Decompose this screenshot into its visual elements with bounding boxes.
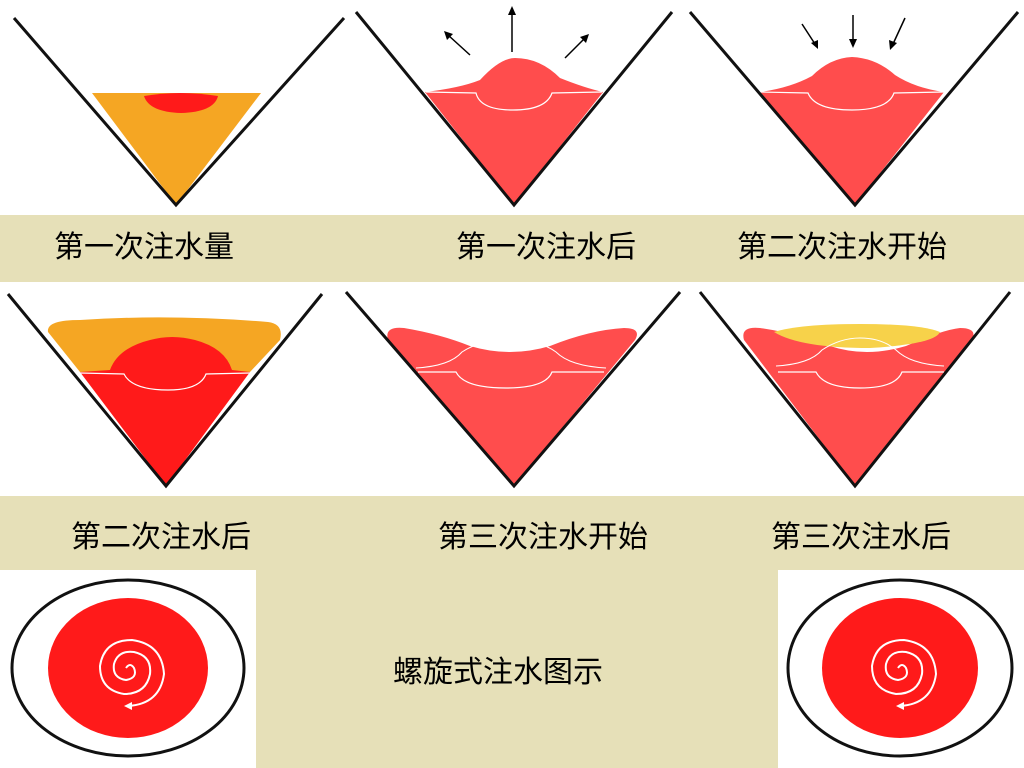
diagram-step4 (6, 293, 324, 489)
diagram-step1 (12, 16, 346, 208)
water-mound (760, 57, 944, 205)
arrow-down-right-icon (892, 17, 906, 45)
inner-contour (778, 371, 944, 389)
arrow-up-head-icon (508, 6, 516, 15)
arrow-up-right-head-icon (580, 34, 589, 43)
row1-diagrams (12, 6, 1020, 208)
spiral-path (98, 638, 166, 707)
spiral-path (870, 638, 938, 707)
inner-contour (425, 91, 603, 111)
spiral-arrow-icon (896, 702, 904, 710)
label-spiral: 螺旋式注水图示 (393, 655, 603, 690)
label-step6: 第三次注水后 (771, 520, 951, 555)
arrow-up-left-icon (447, 34, 471, 56)
row2-diagrams (6, 291, 1012, 489)
diagram-step2 (354, 6, 674, 208)
funnel-outline (344, 291, 682, 489)
funnel-outline (688, 11, 1020, 208)
outer-contour (415, 339, 607, 369)
yellow-layer (774, 324, 940, 348)
funnel-outline (354, 11, 674, 208)
diagram-step5 (344, 291, 682, 489)
label-step1: 第一次注水量 (54, 230, 234, 265)
diagram-step3 (688, 11, 1020, 208)
arrow-down-left-icon (801, 23, 816, 45)
inner-contour (79, 372, 251, 391)
spiral-arrow-icon (124, 702, 132, 710)
arrow-down-right-head-icon (889, 40, 897, 50)
water-disc (822, 598, 978, 738)
arrow-down-head-icon (849, 39, 857, 48)
row1-panel (0, 0, 1024, 215)
funnel-outline (6, 293, 324, 489)
outer-contour (775, 337, 945, 367)
label-step4: 第二次注水后 (71, 520, 251, 555)
label-step5: 第三次注水开始 (438, 520, 648, 555)
spiral-diagram-left (10, 578, 246, 758)
sand-fill (92, 93, 261, 205)
arrow-up-left-head-icon (444, 31, 453, 40)
inner-contour (418, 371, 604, 389)
label-step3: 第二次注水开始 (737, 230, 947, 265)
funnel-outline (698, 291, 1012, 489)
diagram-step6 (698, 291, 1012, 489)
water-body (743, 327, 974, 486)
arrow-down-left-head-icon (811, 40, 818, 49)
label-step2: 第一次注水后 (456, 230, 636, 265)
water-disc (48, 598, 208, 738)
water-body (387, 327, 637, 486)
inner-contour (759, 91, 945, 111)
spiral-panel-right (778, 570, 1024, 768)
spiral-panel-left (0, 570, 256, 768)
funnel-outline (12, 16, 346, 208)
water-pool (144, 93, 218, 113)
row2-panel (0, 282, 1024, 496)
arrow-up-right-icon (564, 37, 586, 59)
water-mound (425, 58, 603, 205)
spiral-diagram-right (786, 578, 1014, 758)
